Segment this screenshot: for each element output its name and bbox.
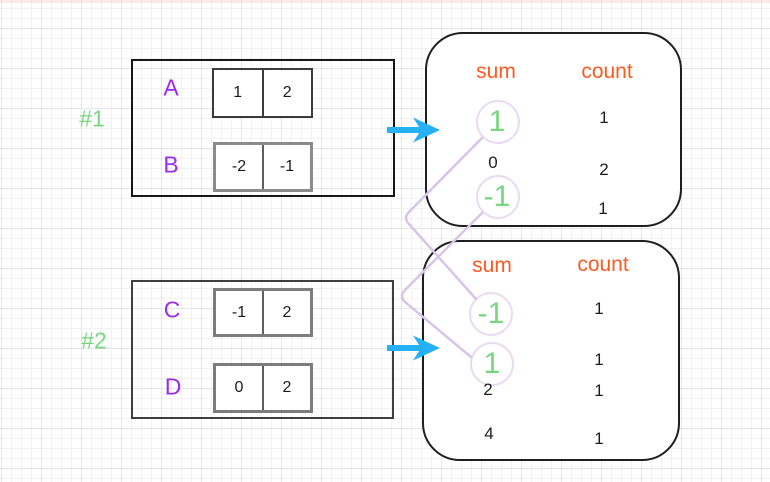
table-2-row-3-sum: 4 [484, 424, 494, 443]
array-d-cell-1: 2 [262, 366, 310, 410]
table-2-row-0-count: 1 [594, 299, 604, 318]
group-1-label: #1 [79, 105, 105, 132]
table-2-sum-header: sum [472, 254, 512, 277]
table-2-row-1-count: 1 [594, 350, 604, 369]
table-1-row-2-sum: -1 [483, 180, 511, 213]
table-1-row-2-count: 1 [598, 199, 608, 218]
array-b-cell-1: -1 [262, 145, 310, 189]
table-2-count-header: count [577, 253, 629, 276]
array-b-cells: -2 -1 [213, 142, 313, 192]
table-1-row-0-sum: 1 [488, 105, 506, 138]
group-2-label: #2 [81, 327, 107, 354]
array-c-cells: -1 2 [213, 288, 313, 337]
table-2-row-1-sum: 1 [483, 347, 501, 380]
table-1-count-header: count [581, 60, 633, 83]
table-2-row-2-sum: 2 [483, 380, 493, 399]
array-a-cells: 1 2 [212, 68, 313, 118]
array-d-cells: 0 2 [213, 363, 313, 413]
array-c-name: C [163, 296, 181, 323]
array-a-name: A [163, 74, 179, 101]
table-1-row-0-count: 1 [599, 108, 609, 127]
array-c-cell-0: -1 [231, 303, 247, 321]
table-1-row-1-sum: 0 [488, 153, 498, 172]
array-b-cell-0: -2 [231, 158, 247, 175]
sum-highlight-circle [470, 342, 514, 386]
table-1-sum-header: sum [476, 60, 516, 83]
array-a-cell-0: 1 [233, 84, 243, 101]
sum-highlight-circle [476, 100, 520, 144]
array-b-name: B [163, 151, 179, 178]
grid-margin-tint [0, 0, 770, 3]
table-2-row-3-count: 1 [594, 429, 604, 448]
table-2-row-0-sum: -1 [477, 297, 505, 330]
array-c-cell-1: 2 [262, 291, 310, 334]
result-2-box [422, 240, 680, 461]
result-1-box [425, 32, 682, 227]
table-1-row-1-count: 2 [599, 160, 609, 179]
array-d-cell-0: 0 [234, 379, 244, 396]
array-d-name: D [164, 373, 182, 400]
table-2-row-2-count: 1 [594, 381, 604, 400]
array-a-cell-1: 2 [261, 70, 312, 116]
